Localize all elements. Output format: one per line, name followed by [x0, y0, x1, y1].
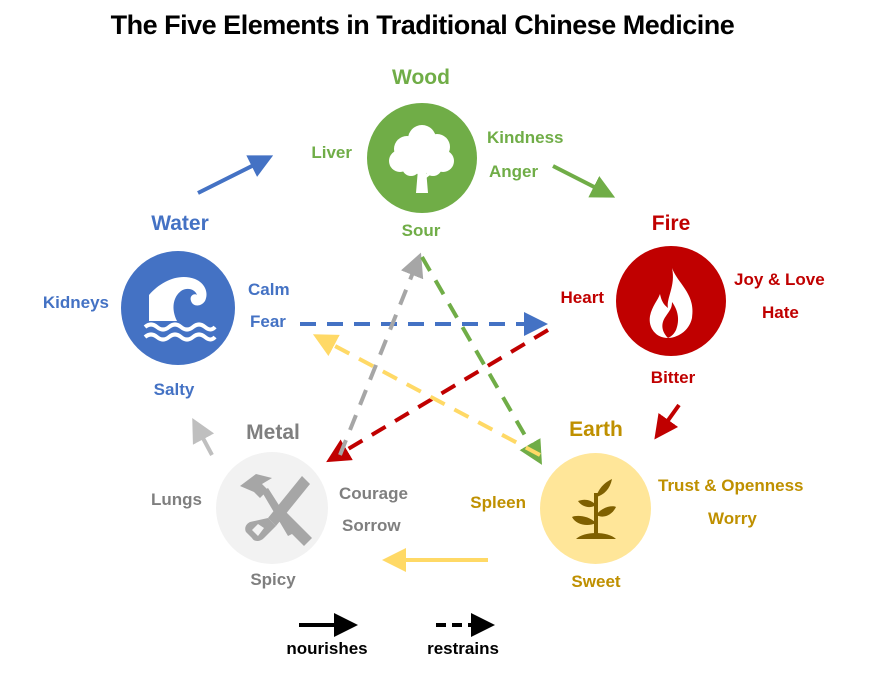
water-emotion-positive: Calm [248, 280, 290, 299]
arrow-wood-restrains-earth [420, 256, 542, 465]
water-organ: Kidneys [42, 293, 109, 312]
wood-name: Wood [392, 66, 450, 89]
earth-organ: Spleen [470, 493, 526, 512]
tree-icon [389, 125, 454, 193]
earth-emotion-positive: Trust & Openness [658, 476, 804, 495]
earth-name: Earth [569, 418, 623, 441]
arrow-fire-nourishes-earth [654, 403, 681, 440]
arrow-metal-nourishes-water [192, 417, 215, 456]
earth-circle [540, 453, 651, 564]
arrow-wood-nourishes-fire [552, 164, 616, 198]
arrow-water-nourishes-wood [197, 155, 274, 195]
arrow-earth-restrains-water [312, 334, 541, 457]
water-name: Water [151, 212, 209, 235]
metal-circle [216, 452, 328, 564]
water-taste: Salty [153, 380, 195, 399]
arrow-metal-restrains-wood [338, 252, 424, 456]
earth-taste: Sweet [571, 572, 621, 591]
wave-icon [143, 276, 217, 342]
wood-organ: Liver [311, 143, 352, 162]
legend-restrains-label: restrains [427, 639, 499, 658]
fire-name: Fire [651, 212, 691, 235]
fire-taste: Bitter [650, 368, 696, 387]
wood-circle [367, 103, 477, 213]
tools-icon [240, 474, 312, 546]
fire-emotion-negative: Hate [762, 303, 799, 322]
wood-emotion-negative: Anger [489, 162, 539, 181]
flame-icon [649, 268, 693, 338]
sprout-icon [572, 479, 616, 539]
fire-emotion-positive: Joy & Love [734, 270, 825, 289]
wood-emotion-positive: Kindness [487, 128, 564, 147]
legend-nourishes-label: nourishes [286, 639, 368, 658]
earth-emotion-negative: Worry [708, 509, 757, 528]
wood-taste: Sour [401, 221, 441, 240]
water-circle [121, 251, 235, 365]
fire-circle [616, 246, 726, 356]
fire-organ: Heart [560, 288, 604, 307]
metal-taste: Spicy [250, 570, 296, 589]
diagram-title: The Five Elements in Traditional Chinese… [110, 10, 735, 40]
metal-emotion-positive: Courage [339, 484, 408, 503]
metal-name: Metal [246, 421, 300, 444]
metal-organ: Lungs [151, 490, 202, 509]
water-emotion-negative: Fear [250, 312, 286, 331]
arrow-fire-restrains-metal [326, 328, 550, 463]
metal-emotion-negative: Sorrow [342, 516, 401, 535]
